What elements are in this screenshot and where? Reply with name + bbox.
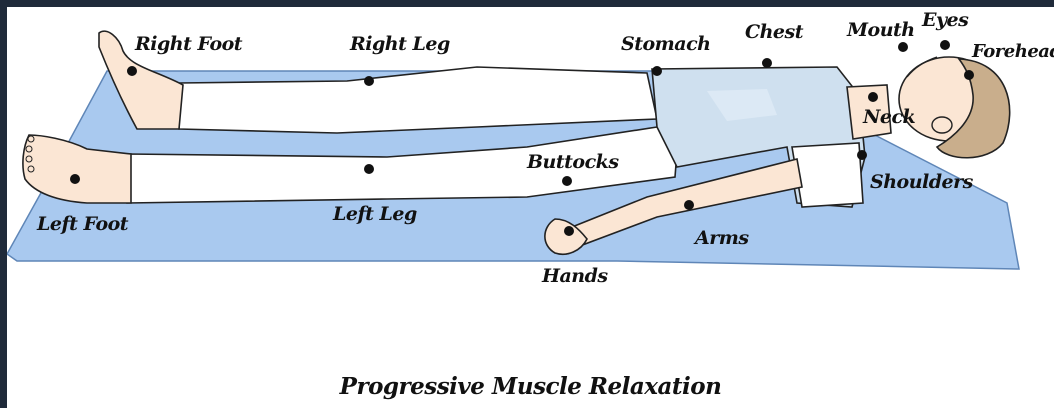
label-buttocks: Buttocks	[527, 151, 619, 173]
label-stomach: Stomach	[621, 33, 710, 55]
label-left-leg: Left Leg	[333, 203, 417, 225]
marker-hands	[564, 226, 574, 236]
marker-left-foot	[70, 174, 80, 184]
diagram-frame: Right Foot Right Leg Stomach Chest Mouth…	[7, 7, 1054, 408]
marker-right-foot	[127, 66, 137, 76]
marker-eyes	[940, 40, 950, 50]
label-chest: Chest	[745, 21, 803, 43]
label-forehead: Forehead	[972, 41, 1054, 62]
marker-neck	[868, 92, 878, 102]
marker-mouth	[898, 42, 908, 52]
body-illustration	[7, 7, 1054, 408]
marker-buttocks	[562, 176, 572, 186]
diagram-title: Progressive Muscle Relaxation	[7, 373, 1054, 400]
label-shoulders: Shoulders	[870, 171, 973, 193]
marker-arms	[684, 200, 694, 210]
marker-forehead	[964, 70, 974, 80]
marker-chest	[762, 58, 772, 68]
label-mouth: Mouth	[847, 19, 915, 41]
marker-stomach	[652, 66, 662, 76]
marker-left-leg	[364, 164, 374, 174]
label-neck: Neck	[863, 106, 915, 128]
sleeve-shape	[792, 143, 863, 207]
label-right-foot: Right Foot	[135, 33, 242, 55]
label-hands: Hands	[542, 265, 608, 287]
marker-right-leg	[364, 76, 374, 86]
label-right-leg: Right Leg	[350, 33, 450, 55]
marker-shoulders	[857, 150, 867, 160]
label-eyes: Eyes	[922, 9, 968, 31]
label-arms: Arms	[695, 227, 749, 249]
label-left-foot: Left Foot	[37, 213, 128, 235]
